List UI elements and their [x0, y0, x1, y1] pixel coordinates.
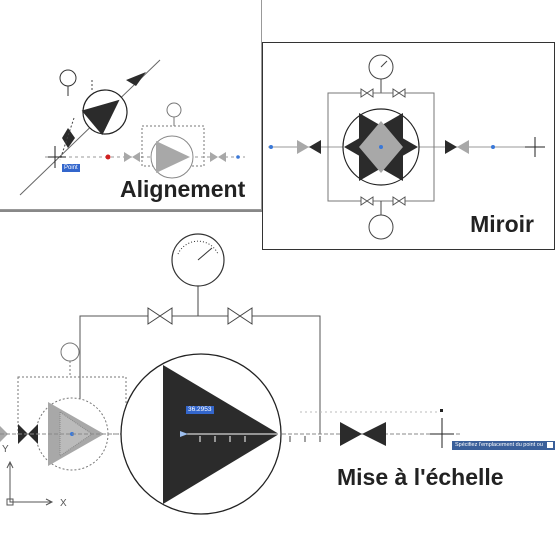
valve-icon [124, 152, 140, 162]
valve-icon [392, 88, 406, 98]
snap-tag: Point [62, 164, 80, 172]
valve-icon [340, 422, 386, 446]
command-prompt: Spécifiez l'emplacement du point ou [452, 441, 555, 450]
crosshair-icon [48, 146, 66, 168]
caption-miroir: Miroir [470, 211, 534, 237]
pressure-gauge-icon [60, 342, 80, 362]
valve-icon [210, 152, 226, 162]
alignement-drawing [19, 59, 245, 196]
valve-icon [126, 72, 146, 86]
valve-icon [227, 307, 253, 325]
crosshair-icon [430, 409, 454, 448]
pressure-gauge-icon [368, 214, 394, 240]
valve-icon [360, 88, 374, 98]
panel-miroir: Miroir [262, 42, 555, 250]
valve-icon [360, 196, 374, 206]
valve-icon [445, 140, 469, 154]
bypass-loop [79, 315, 321, 434]
pressure-gauge-icon [59, 69, 77, 87]
crosshair-icon [525, 137, 545, 157]
ucs-axis-icon [6, 460, 54, 506]
valve-icon [392, 196, 406, 206]
axis-y-label: Y [2, 444, 9, 455]
panel-mise-a-echelle: 36.2953 Spécifiez l'emplacement du point… [0, 210, 555, 555]
scale-drawing [0, 233, 460, 515]
dimension-input[interactable]: 36.2953 [186, 406, 214, 414]
pressure-gauge-icon [166, 102, 182, 118]
miroir-drawing [268, 54, 545, 240]
grip-point-icon[interactable] [105, 154, 111, 160]
valve-icon [147, 307, 173, 325]
valve-icon [62, 128, 75, 148]
caption-mise-a-echelle: Mise à l'échelle [337, 464, 504, 490]
caption-alignement: Alignement [120, 176, 246, 202]
pump-icon [150, 135, 194, 179]
valve-icon [297, 140, 321, 154]
options-icon[interactable] [547, 441, 554, 448]
arrow-icon [180, 431, 188, 437]
scale-ruler [185, 433, 280, 442]
pump-icon [81, 89, 128, 136]
axis-x-label: X [60, 498, 67, 509]
prompt-text: Spécifiez l'emplacement du point ou [455, 442, 543, 448]
panel-alignement: Point Alignement [0, 0, 262, 210]
